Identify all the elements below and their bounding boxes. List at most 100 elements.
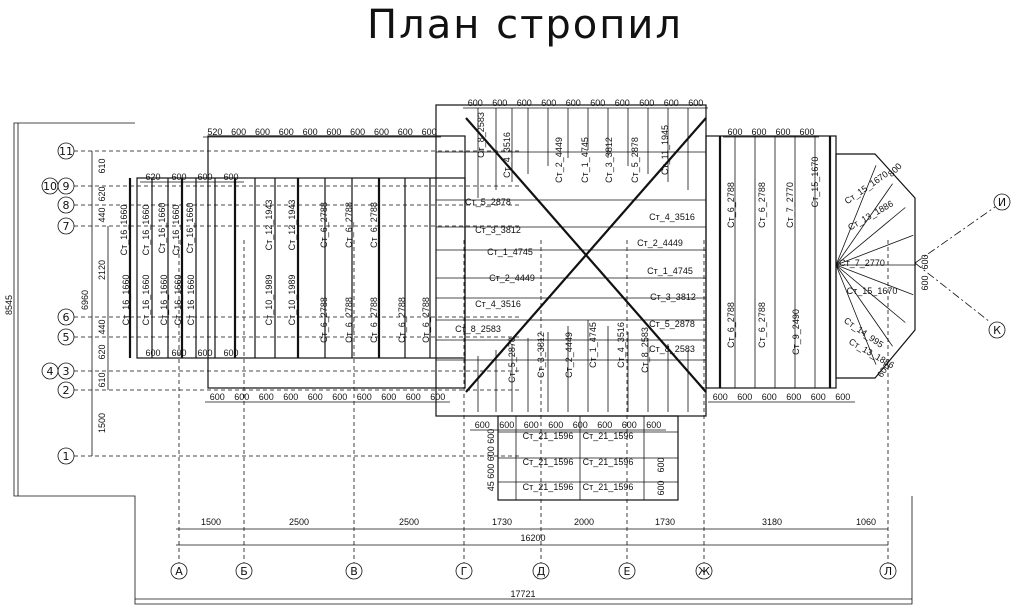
- dim-annex-bottom-5: 600: [597, 420, 612, 430]
- rafter-label-left-9: Ст_16_1660: [186, 275, 196, 326]
- svg-text:Б: Б: [240, 565, 248, 578]
- annex-right-side-1: 600: [656, 480, 666, 495]
- rafter-label-right-6: Ст_6_2788: [757, 302, 767, 348]
- svg-text:2: 2: [63, 384, 70, 397]
- dim-top-a-9: 600: [688, 98, 703, 108]
- dim-left-wing-bottom-2: 600: [197, 348, 212, 358]
- dim-annex-bottom-2: 600: [524, 420, 539, 430]
- axis-G: Г: [455, 562, 473, 580]
- axis-5: 5: [57, 328, 75, 346]
- rafter-label-left-8: Ст_16_1660: [173, 275, 183, 326]
- svg-text:Ж: Ж: [698, 565, 710, 578]
- dim-left-wing-top-3: 600: [223, 172, 238, 182]
- dim-annex-bottom-6: 600: [622, 420, 637, 430]
- dim-top-a-4: 600: [566, 98, 581, 108]
- rafter-label-center-4: Ст_5_2878: [465, 197, 511, 207]
- dim-top-b-9: 600: [422, 127, 437, 137]
- svg-text:1: 1: [63, 450, 70, 463]
- rafter-label-left-6: Ст_16_1660: [141, 275, 151, 326]
- annex-side-label: 45 600 600 600: [486, 429, 496, 492]
- dim-top-b-0: 520: [207, 127, 222, 137]
- rafter-label-top-5: Ст_5_2878: [630, 137, 640, 183]
- rafter-label-right-2: Ст_7_2770: [785, 182, 795, 228]
- dim-left-7: 1500: [97, 413, 107, 433]
- rafter-label-left-17: Ст_6_2788: [319, 297, 329, 343]
- dim-annex-right-1: 600: [737, 392, 752, 402]
- outer-boundary: [13, 122, 913, 605]
- top-dimension-rows: 600 600 600 600 600 600 600 600 600 600 520 600 600 6…: [140, 98, 855, 431]
- axis-V: В: [345, 562, 363, 580]
- axis-K: К: [988, 321, 1006, 339]
- rafter-label-center-7: Ст_2_4449: [637, 238, 683, 248]
- bay-rafter--30: [835, 207, 906, 266]
- bay-rafter--60: [835, 165, 877, 266]
- dim-top-b-7: 600: [374, 127, 389, 137]
- rafter-label-left-5: Ст_16_1660: [121, 275, 131, 326]
- rafter-label-left-16: Ст_6_2788: [369, 202, 379, 248]
- dim-row-below-8: 600: [406, 392, 421, 402]
- bay-dim-2: 600: [920, 275, 930, 290]
- axis-Zh: Ж: [695, 562, 713, 580]
- axis-E: Е: [618, 562, 636, 580]
- bay-rafter--45: [835, 183, 893, 266]
- rafter-label-bottom-5: Ст_8_2583: [640, 327, 650, 373]
- dim-annex-bottom-3: 600: [548, 420, 563, 430]
- rafter-label-left-4: Ст_16_1660: [185, 203, 195, 254]
- dim-row-below-3: 600: [283, 392, 298, 402]
- rafter-label-bay-3: Ст_15_1670: [847, 286, 898, 296]
- svg-text:4: 4: [47, 365, 54, 378]
- dim-left-wing-top-2: 600: [197, 172, 212, 182]
- axis-1: 1: [57, 447, 75, 465]
- svg-text:6: 6: [63, 311, 70, 324]
- dim-left-wing-top-1: 600: [171, 172, 186, 182]
- rafter-label-left-2: Ст_16_1660: [157, 203, 167, 254]
- dim-left-wing-bottom-0: 600: [145, 348, 160, 358]
- rafter-label-right-4: Ст_9_2490: [791, 309, 801, 355]
- dim-top-a-2: 600: [517, 98, 532, 108]
- rafter-label-left-10: Ст_12_1943: [264, 200, 274, 251]
- rafter-label-center-6: Ст_1_4745: [647, 266, 693, 276]
- dim-left-2: 440: [97, 207, 107, 222]
- rafter-label-center-10: Ст_5_2878: [649, 319, 695, 329]
- rafter-label-center-9: Ст_4_3516: [649, 212, 695, 222]
- dim-top-b-4: 600: [303, 127, 318, 137]
- dim-left-wing-bottom-1: 600: [171, 348, 186, 358]
- axis-L: Л: [879, 562, 897, 580]
- dim-top-b-2: 600: [255, 127, 270, 137]
- dim-row-below-4: 600: [308, 392, 323, 402]
- rafter-label-top-6: Ст_11_1945: [660, 125, 670, 175]
- dim-total-outer: 17721: [510, 589, 535, 599]
- dim-total-inner: 16200: [520, 533, 545, 543]
- dim-bottom-5: 1730: [655, 517, 675, 527]
- rafter-label-left-1: Ст_16_1660: [141, 205, 151, 256]
- dim-left-3: 2120: [97, 260, 107, 280]
- rafter-label-left-15: Ст_6_2788: [344, 202, 354, 248]
- dim-annex-right-2: 600: [762, 392, 777, 402]
- rafter-label-bottom-4: Ст_4_3516: [616, 322, 626, 368]
- rafter-label-center-3: Ст_4_3516: [475, 299, 521, 309]
- rafter-label-left-0: Ст_16_1660: [119, 205, 129, 256]
- dim-left-inner: 6960: [80, 290, 90, 310]
- axis-K-line: [914, 262, 991, 323]
- rafter-label-left-7: Ст_16_1660: [159, 275, 169, 326]
- dim-row-below-5: 600: [332, 392, 347, 402]
- bay-rafter-15: [835, 264, 914, 296]
- dim-annex-bottom-4: 600: [573, 420, 588, 430]
- axis-A: А: [170, 562, 188, 580]
- axis-I: И: [993, 193, 1011, 211]
- rafter-label-left-20: Ст_6_2788: [397, 297, 407, 343]
- drawing-title: План стропил: [367, 2, 683, 48]
- dim-left-outer: 8545: [4, 295, 14, 315]
- svg-text:3: 3: [63, 365, 70, 378]
- dim-top-b-6: 600: [350, 127, 365, 137]
- rafter-label-left-21: Ст_6_2788: [421, 297, 431, 343]
- dim-top-a-7: 600: [639, 98, 654, 108]
- bay-dim-1: 600: [920, 254, 930, 269]
- dim-top-b-3: 600: [279, 127, 294, 137]
- rafter-label-bay-1: Ст_13_1886: [846, 198, 895, 232]
- dim-top-a-1: 600: [492, 98, 507, 108]
- dim-row-below-0: 600: [210, 392, 225, 402]
